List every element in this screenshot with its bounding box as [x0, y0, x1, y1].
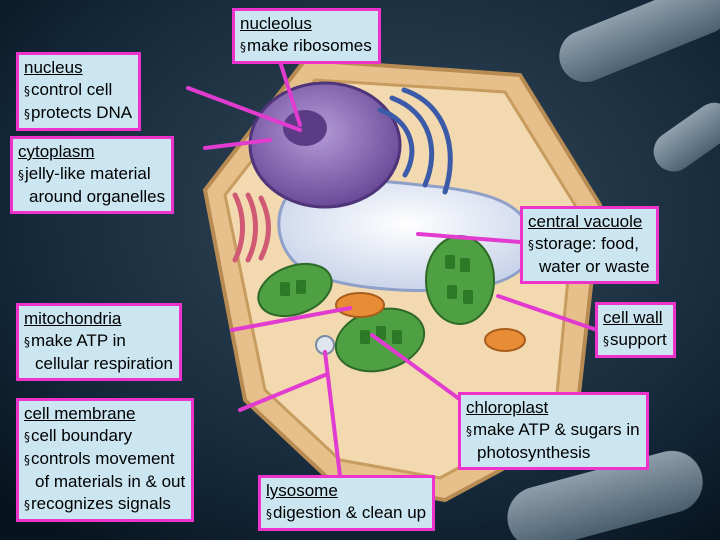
label-cytoplasm-line-2: around organelles — [18, 186, 165, 208]
label-cell-membrane: cell membrane §cell boundary §controls m… — [16, 398, 194, 522]
label-cytoplasm-title: cytoplasm — [18, 141, 165, 163]
label-nucleolus-title: nucleolus — [240, 13, 372, 35]
label-line-text: make ATP & sugars in — [473, 420, 640, 439]
bullet-icon: § — [24, 107, 30, 121]
bullet-icon: § — [528, 238, 534, 252]
label-cell-wall-title: cell wall — [603, 307, 667, 329]
label-central-vacuole-line-1: §storage: food, — [528, 233, 650, 256]
label-lysosome-line-1: §digestion & clean up — [266, 502, 426, 525]
label-cell-membrane-title: cell membrane — [24, 403, 185, 425]
bullet-icon: § — [24, 498, 30, 512]
mitochondrion-1 — [336, 293, 384, 317]
label-cytoplasm-line-1: §jelly-like material — [18, 163, 165, 186]
label-nucleolus: nucleolus §make ribosomes — [232, 8, 381, 64]
label-line-text: support — [610, 330, 667, 349]
label-chloroplast: chloroplast §make ATP & sugars in photos… — [458, 392, 649, 470]
label-line-text: storage: food, — [535, 234, 639, 253]
label-lysosome: lysosome §digestion & clean up — [258, 475, 435, 531]
label-chloroplast-title: chloroplast — [466, 397, 640, 419]
label-cell-membrane-line-4: §recognizes signals — [24, 493, 185, 516]
label-cell-wall-line-1: §support — [603, 329, 667, 352]
bullet-icon: § — [24, 335, 30, 349]
bullet-icon: § — [24, 84, 30, 98]
bullet-icon: § — [24, 453, 30, 467]
mitochondrion-2 — [485, 329, 525, 351]
label-mitochondria-line-2: cellular respiration — [24, 353, 173, 375]
label-nucleus: nucleus §control cell §protects DNA — [16, 52, 141, 131]
label-cell-wall: cell wall §support — [595, 302, 676, 358]
label-mitochondria-title: mitochondria — [24, 308, 173, 330]
label-central-vacuole: central vacuole §storage: food, water or… — [520, 206, 659, 284]
bullet-icon: § — [466, 424, 472, 438]
chloroplast-2 — [426, 236, 494, 324]
label-nucleus-title: nucleus — [24, 57, 132, 79]
label-line-text: control cell — [31, 80, 112, 99]
label-line-text: make ATP in — [31, 331, 126, 350]
label-mitochondria: mitochondria §make ATP in cellular respi… — [16, 303, 182, 381]
bullet-icon: § — [24, 430, 30, 444]
bullet-icon: § — [266, 507, 272, 521]
label-line-text: jelly-like material — [25, 164, 151, 183]
label-chloroplast-line-1: §make ATP & sugars in — [466, 419, 640, 442]
label-central-vacuole-title: central vacuole — [528, 211, 650, 233]
label-cell-membrane-line-1: §cell boundary — [24, 425, 185, 448]
label-cytoplasm: cytoplasm §jelly-like material around or… — [10, 136, 174, 214]
label-cell-membrane-line-3: of materials in & out — [24, 471, 185, 493]
nucleus-shape — [250, 83, 400, 207]
label-nucleus-line-1: §control cell — [24, 79, 132, 102]
label-nucleolus-line-1: §make ribosomes — [240, 35, 372, 58]
label-central-vacuole-line-2: water or waste — [528, 256, 650, 278]
label-cell-membrane-line-2: §controls movement — [24, 448, 185, 471]
bullet-icon: § — [240, 40, 246, 54]
label-lysosome-title: lysosome — [266, 480, 426, 502]
label-line-text: digestion & clean up — [273, 503, 426, 522]
label-line-text: controls movement — [31, 449, 175, 468]
label-chloroplast-line-2: photosynthesis — [466, 442, 640, 464]
bullet-icon: § — [18, 168, 24, 182]
label-line-text: cell boundary — [31, 426, 132, 445]
label-mitochondria-line-1: §make ATP in — [24, 330, 173, 353]
label-line-text: make ribosomes — [247, 36, 372, 55]
label-line-text: protects DNA — [31, 103, 132, 122]
bullet-icon: § — [603, 334, 609, 348]
label-nucleus-line-2: §protects DNA — [24, 102, 132, 125]
label-line-text: recognizes signals — [31, 494, 171, 513]
